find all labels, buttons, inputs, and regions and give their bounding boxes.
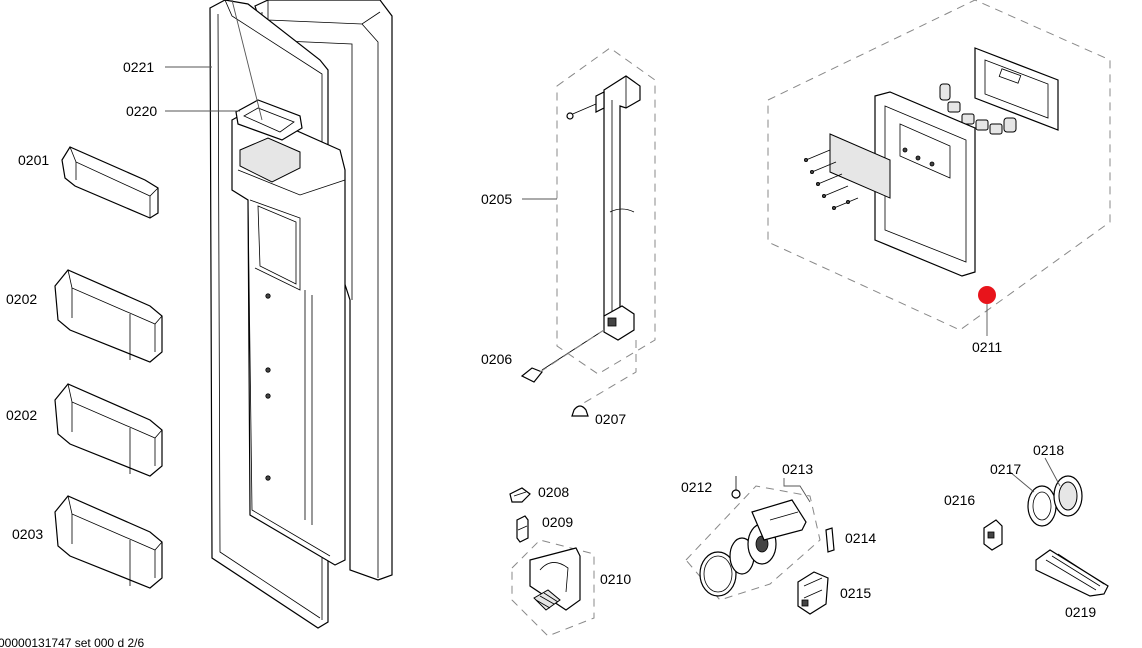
- label-0214: 0214: [845, 530, 876, 546]
- label-0219: 0219: [1065, 604, 1096, 620]
- label-0207: 0207: [595, 411, 626, 427]
- marker-dot: [978, 286, 996, 304]
- label-0211: 0211: [972, 339, 1002, 355]
- dispenser-panel-assembly: [767, 0, 1111, 331]
- door-shelf-0201: [61, 146, 159, 219]
- label-0218: 0218: [1033, 442, 1064, 458]
- label-0202-upper: 0202: [6, 291, 37, 307]
- label-0213: 0213: [782, 461, 813, 477]
- part-labels: 0221 0220 0201 0202 0202 0203 0205 0206 …: [6, 59, 1096, 620]
- door-shelf-0202-upper: [54, 269, 163, 363]
- ice-flap-assembly: [509, 487, 595, 637]
- leader-lines: [165, 0, 1061, 503]
- label-0215: 0215: [840, 585, 871, 601]
- dispenser-motor-assembly: [685, 476, 835, 615]
- label-0205: 0205: [481, 191, 512, 207]
- label-0221: 0221: [123, 59, 154, 75]
- label-0217: 0217: [990, 461, 1021, 477]
- label-0202-lower: 0202: [6, 407, 37, 423]
- door-shelf-0202-lower: [54, 383, 163, 477]
- label-0201: 0201: [18, 152, 49, 168]
- label-0212: 0212: [681, 479, 712, 495]
- label-0209: 0209: [542, 514, 573, 530]
- label-0208: 0208: [538, 484, 569, 500]
- drawing-reference: 00000131747 set 000 d 2/6: [0, 636, 144, 648]
- label-0206: 0206: [481, 351, 512, 367]
- label-0216: 0216: [944, 492, 975, 508]
- door-shelf-0203: [54, 495, 163, 589]
- label-0220: 0220: [126, 103, 157, 119]
- label-0210: 0210: [600, 571, 631, 587]
- door-assembly: [209, 0, 393, 629]
- light-assembly: [983, 475, 1109, 597]
- label-0203: 0203: [12, 526, 43, 542]
- handle-assembly: [520, 47, 656, 417]
